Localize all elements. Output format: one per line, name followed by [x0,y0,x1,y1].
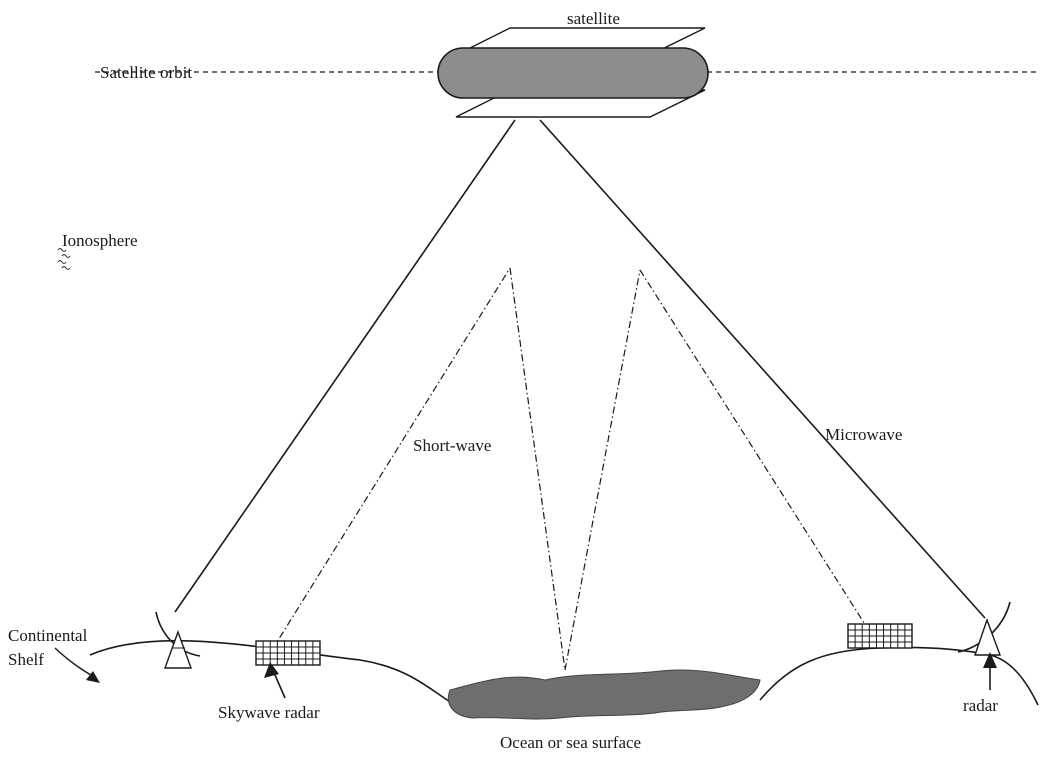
continental-shelf-arrow [54,647,97,679]
satellite-body [437,47,709,99]
satellite-beam-right [539,119,986,619]
short-wave-rays [271,267,881,671]
satellite-label: satellite [567,9,620,28]
ionosphere-wave-line [61,265,71,271]
satellite-orbit-label: Satellite orbit [100,63,192,82]
right-radar-dish-icon [957,601,1011,656]
skywave-ray-up [271,267,511,651]
ionosphere-label: Ionosphere [62,231,138,250]
continental-label: Continental [8,626,88,645]
ocean-label: Ocean or sea surface [500,733,641,752]
skywave-radar-label: Skywave radar [218,703,320,722]
ocean-ray-down-radar [639,269,881,649]
ionosphere-band [57,247,71,271]
skywave-radar-arrowhead [264,662,279,678]
satellite-beam-left [174,119,516,613]
ionosphere-wave-line [57,247,67,253]
continental-shelf-arrowhead [86,671,100,683]
left-radar-dish-icon [155,611,201,669]
radar-label: radar [963,696,998,715]
ocean-ray-up [564,269,641,671]
ionosphere-wave-line [61,253,71,259]
ocean-surface [448,669,761,720]
microwave-label: Microwave [825,425,902,444]
ionosphere-wave-line [57,259,67,265]
skywave-ray-down-ocean [509,267,566,671]
radar-arrowhead [983,652,997,668]
right-continental-shelf [759,646,1039,706]
left-skywave-radar-array-icon [255,640,321,666]
short-wave-label: Short-wave [413,436,491,455]
shelf-label: Shelf [8,650,44,669]
left-continental-shelf [89,639,456,706]
right-skywave-radar-array-icon [847,623,913,649]
